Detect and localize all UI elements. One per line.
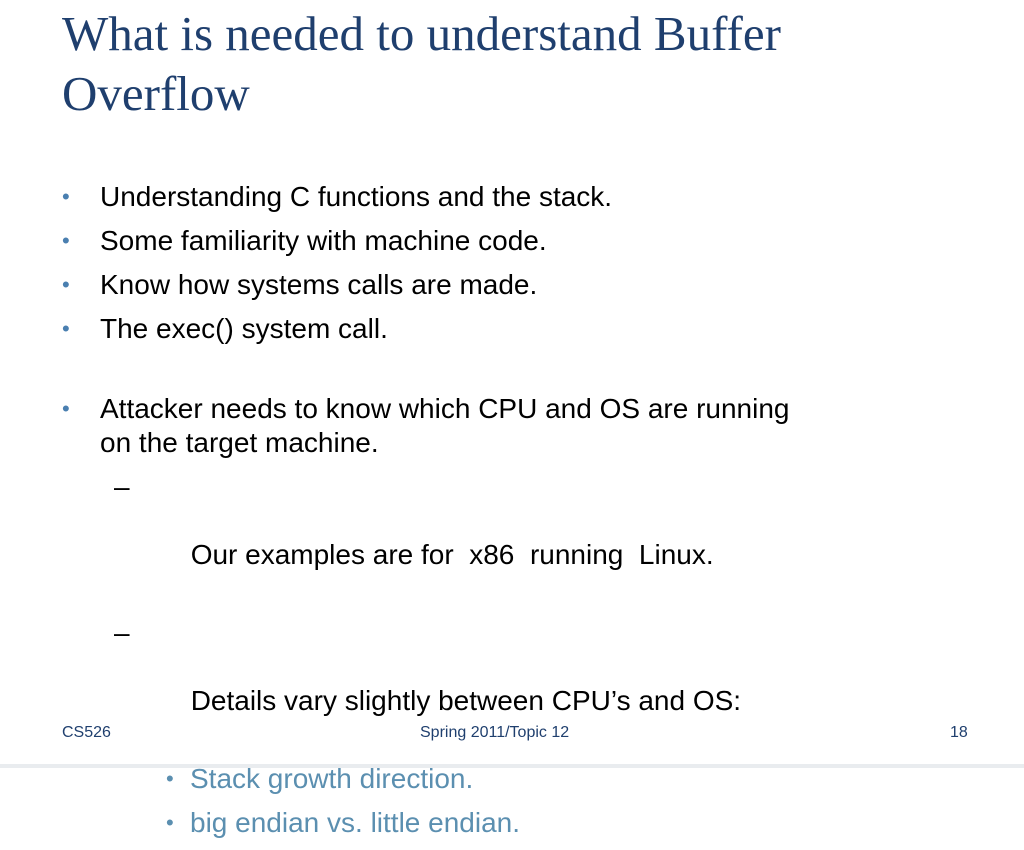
dash-icon: – — [114, 471, 130, 502]
bullet-text: Understanding C functions and the stack. — [100, 181, 613, 212]
bullet-icon: • — [62, 396, 70, 421]
bullet-item: • Know how systems calls are made. — [62, 268, 982, 302]
sub-sub-item: • big endian vs. little endian. — [62, 806, 982, 840]
bottom-divider — [0, 764, 1024, 768]
slide: What is needed to understand Buffer Over… — [0, 4, 1024, 838]
bullet-icon: • — [62, 316, 70, 341]
title-line-1: What is needed to understand Buffer — [62, 6, 781, 61]
slide-title: What is needed to understand Buffer Over… — [62, 4, 962, 124]
bullet-item: • Attacker needs to know which CPU and O… — [62, 392, 982, 460]
title-line-2: Overflow — [62, 66, 250, 121]
bullet-icon: • — [166, 810, 174, 835]
bullet-text-line-2: on the target machine. — [100, 427, 379, 458]
bullet-item: • Understanding C functions and the stac… — [62, 180, 982, 214]
slide-body: • Understanding C functions and the stac… — [62, 180, 982, 850]
bullet-item: • The exec() system call. — [62, 312, 982, 346]
bullet-text: Some familiarity with machine code. — [100, 225, 547, 256]
bullet-icon: • — [62, 272, 70, 297]
bullet-text: The exec() system call. — [100, 313, 388, 344]
bullet-text: Know how systems calls are made. — [100, 269, 538, 300]
dash-icon: – — [114, 617, 130, 648]
spacer — [62, 356, 982, 392]
bullet-icon: • — [62, 228, 70, 253]
sub-item-text: Our examples are for x86 running Linux. — [190, 539, 714, 570]
sub-sub-item-text: big endian vs. little endian. — [190, 807, 520, 838]
footer-page-number: 18 — [950, 724, 968, 741]
sub-item: – Our examples are for x86 running Linux… — [62, 470, 982, 606]
footer-topic: Spring 2011/Topic 12 — [420, 724, 570, 741]
bullet-icon: • — [62, 184, 70, 209]
bullet-item: • Some familiarity with machine code. — [62, 224, 982, 258]
sub-item-text: Details vary slightly between CPU’s and … — [190, 685, 742, 716]
footer-course: CS526 — [62, 724, 111, 741]
sub-item: – Details vary slightly between CPU’s an… — [62, 616, 982, 752]
bullet-text-line-1: Attacker needs to know which CPU and OS … — [100, 393, 790, 424]
